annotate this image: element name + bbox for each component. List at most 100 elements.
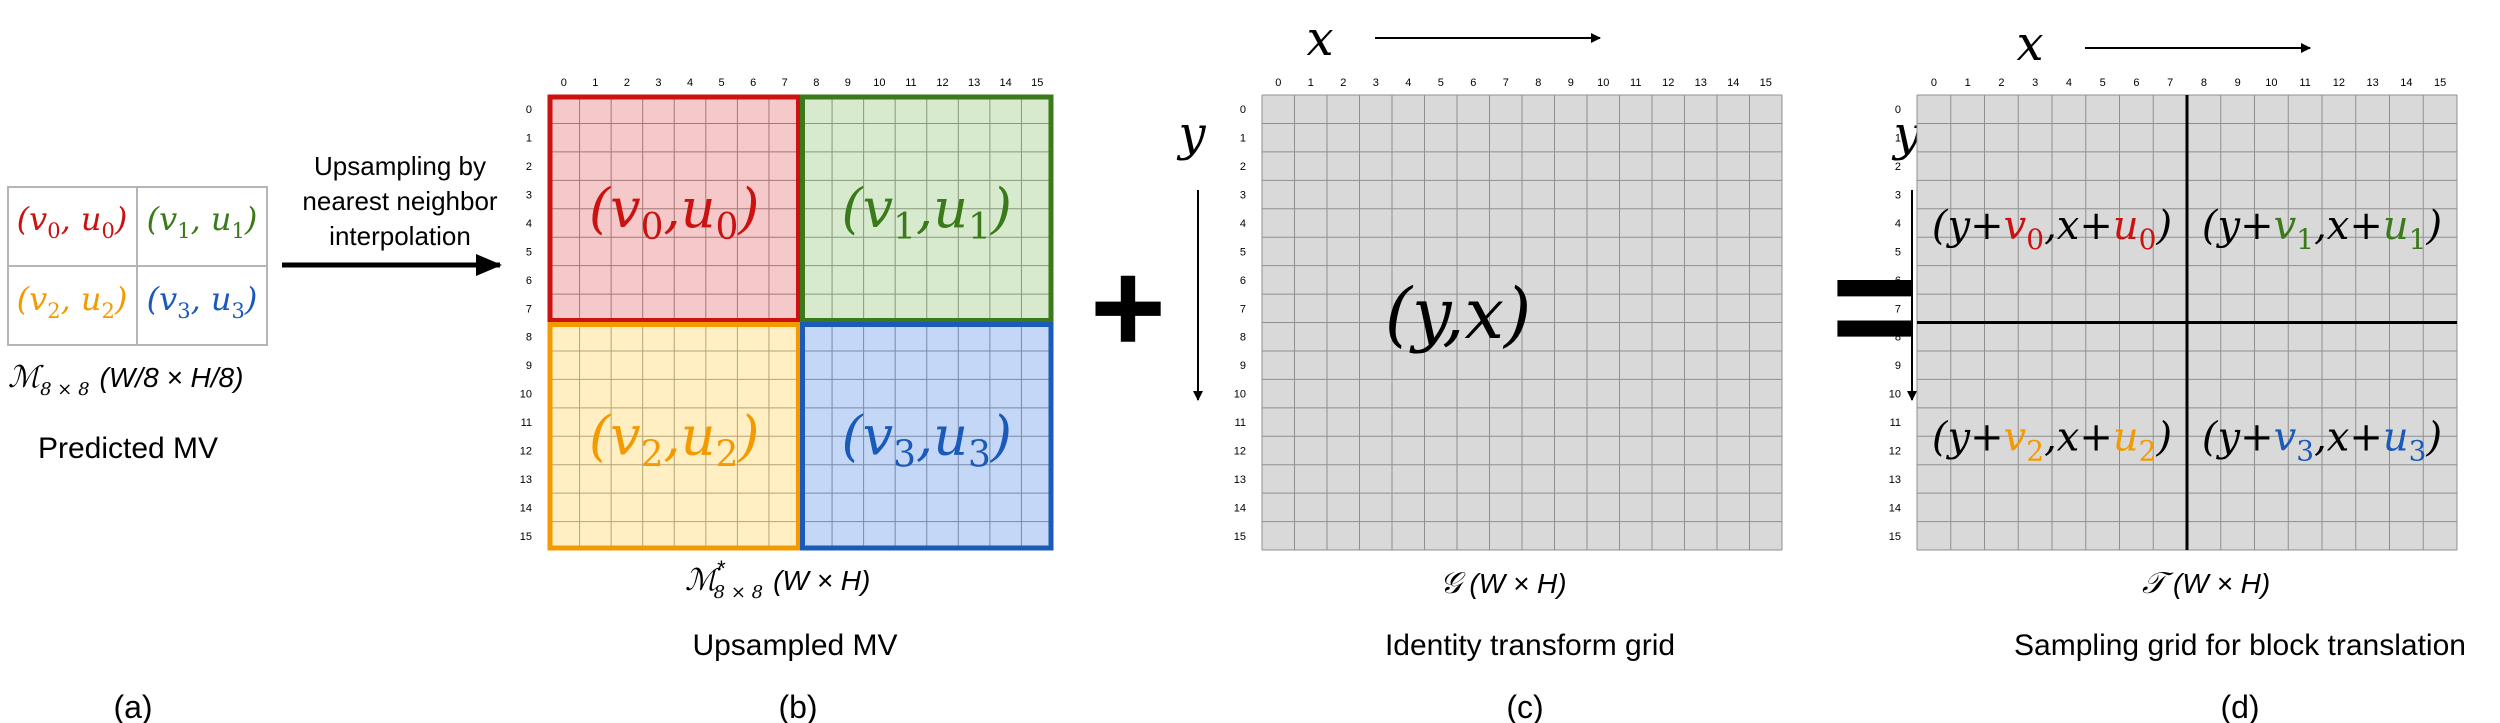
tick-y: 4 xyxy=(1240,218,1246,230)
letter-c: (c) xyxy=(1506,689,1543,723)
upsample-arrow: Upsampling by nearest neighbor interpola… xyxy=(282,151,502,276)
tick-x: 7 xyxy=(2167,77,2173,89)
plus-operator: + xyxy=(1090,234,1166,380)
panel-d: x y 001122334455667788991010111112121313… xyxy=(1889,16,2466,723)
tick-y: 3 xyxy=(1895,190,1901,202)
tick-y: 8 xyxy=(1895,332,1901,344)
tick-x: 15 xyxy=(1031,77,1043,89)
tick-y: 11 xyxy=(1890,417,1901,429)
tick-y: 7 xyxy=(1895,303,1901,315)
letter-d: (d) xyxy=(2220,689,2259,723)
grid-c-ticks: 0011223344556677889910101111121213131414… xyxy=(1234,77,1772,543)
tick-x: 14 xyxy=(1000,77,1012,89)
axis-y-label-c: y xyxy=(1176,106,1206,162)
tick-y: 0 xyxy=(526,104,532,116)
tick-x: 10 xyxy=(873,77,885,89)
grid-b-ticks: 0011223344556677889910101111121213131414… xyxy=(520,77,1044,543)
tick-y: 15 xyxy=(1889,531,1901,543)
translation-label-2: (y+v2,x+u2) xyxy=(1932,414,2172,467)
tick-x: 8 xyxy=(1535,77,1541,89)
tick-y: 6 xyxy=(1240,275,1246,287)
tick-x: 3 xyxy=(2032,77,2038,89)
tick-y: 13 xyxy=(520,474,532,486)
tick-x: 1 xyxy=(592,77,598,89)
grid-d-quadrants: (y+v0,x+u0) (y+v1,x+u1) (y+v2,x+u2) (y+v3,x… xyxy=(1917,95,2457,550)
tick-x: 6 xyxy=(2133,77,2139,89)
upsample-label-line-2: nearest neighbor xyxy=(302,186,497,216)
tick-y: 3 xyxy=(526,190,532,202)
tick-x: 11 xyxy=(905,77,916,89)
tick-y: 7 xyxy=(1240,303,1246,315)
tick-x: 5 xyxy=(2100,77,2106,89)
tick-x: 3 xyxy=(1373,77,1379,89)
tick-y: 0 xyxy=(1895,104,1901,116)
panel-c: x y 001122334455667788991010111112121313… xyxy=(1176,11,1783,723)
tick-y: 11 xyxy=(521,417,532,429)
tick-y: 10 xyxy=(520,389,532,401)
equals-operator: = xyxy=(1831,222,1919,390)
tick-x: 13 xyxy=(1695,77,1707,89)
tick-y: 8 xyxy=(526,332,532,344)
tick-x: 0 xyxy=(1931,77,1937,89)
tick-x: 8 xyxy=(813,77,819,89)
tick-y: 10 xyxy=(1234,389,1246,401)
tick-x: 14 xyxy=(2400,77,2412,89)
tick-y: 15 xyxy=(1234,531,1246,543)
caption-a: Predicted MV xyxy=(38,432,218,465)
caption-b: Upsampled MV xyxy=(692,629,897,662)
mv-cell-2: (v2, u2) xyxy=(17,280,128,323)
tick-x: 15 xyxy=(2434,77,2446,89)
tick-x: 15 xyxy=(1760,77,1772,89)
tick-y: 5 xyxy=(1240,246,1246,258)
mv-block-label-2: (v2,u2) xyxy=(589,404,759,475)
tick-x: 6 xyxy=(1470,77,1476,89)
grid-d-ticks: 0011223344556677889910101111121213131414… xyxy=(1889,77,2447,543)
translation-label-1: (y+v1,x+u1) xyxy=(2202,203,2442,256)
mv-cell-1: (v1, u1) xyxy=(147,200,258,243)
tick-y: 9 xyxy=(526,360,532,372)
axis-x-label-d: x xyxy=(2016,16,2043,72)
tick-y: 1 xyxy=(1895,133,1901,145)
tick-y: 1 xyxy=(1240,133,1246,145)
mv-block-3 xyxy=(800,322,1054,551)
tick-x: 2 xyxy=(1998,77,2004,89)
panel-a: (v0, u0) (v1, u1) (v2, u2) (v3, u3) ℳ8 ×… xyxy=(7,186,268,723)
tick-y: 9 xyxy=(1895,360,1901,372)
letter-a: (a) xyxy=(113,689,152,723)
axis-x-label-c: x xyxy=(1306,11,1333,67)
tick-x: 11 xyxy=(2299,77,2310,89)
tick-y: 1 xyxy=(526,133,532,145)
tick-y: 14 xyxy=(1234,502,1246,514)
axis-y-label-d: y xyxy=(1891,106,1921,162)
tick-y: 2 xyxy=(1240,161,1246,173)
tick-x: 0 xyxy=(561,77,567,89)
tick-x: 10 xyxy=(1597,77,1609,89)
tick-y: 6 xyxy=(1895,275,1901,287)
tick-x: 7 xyxy=(782,77,788,89)
tick-y: 2 xyxy=(526,161,532,173)
identity-center-label: (y,x) xyxy=(1385,273,1532,355)
tick-y: 8 xyxy=(1240,332,1246,344)
tick-x: 13 xyxy=(2367,77,2379,89)
tick-x: 7 xyxy=(1503,77,1509,89)
tick-y: 13 xyxy=(1234,474,1246,486)
mv-block-0 xyxy=(547,94,801,323)
tick-x: 2 xyxy=(624,77,630,89)
tick-y: 12 xyxy=(1234,445,1246,457)
tick-y: 3 xyxy=(1240,190,1246,202)
tick-x: 5 xyxy=(1438,77,1444,89)
tick-x: 6 xyxy=(750,77,756,89)
tick-x: 3 xyxy=(655,77,661,89)
tick-x: 13 xyxy=(968,77,980,89)
translation-label-3: (y+v3,x+u3) xyxy=(2202,414,2442,467)
mv-block-label-3: (v3,u3) xyxy=(842,404,1012,475)
grid-b-quadrants: (v0,u0)(v1,u1)(v2,u2)(v3,u3) xyxy=(547,94,1054,551)
tick-x: 1 xyxy=(1308,77,1314,89)
tick-y: 7 xyxy=(526,303,532,315)
equals-operator-glyph: = xyxy=(1831,222,1919,390)
tick-x: 2 xyxy=(1340,77,1346,89)
translation-label-0: (y+v0,x+u0) xyxy=(1932,203,2172,256)
tick-y: 0 xyxy=(1240,104,1246,116)
letter-b: (b) xyxy=(778,689,817,723)
